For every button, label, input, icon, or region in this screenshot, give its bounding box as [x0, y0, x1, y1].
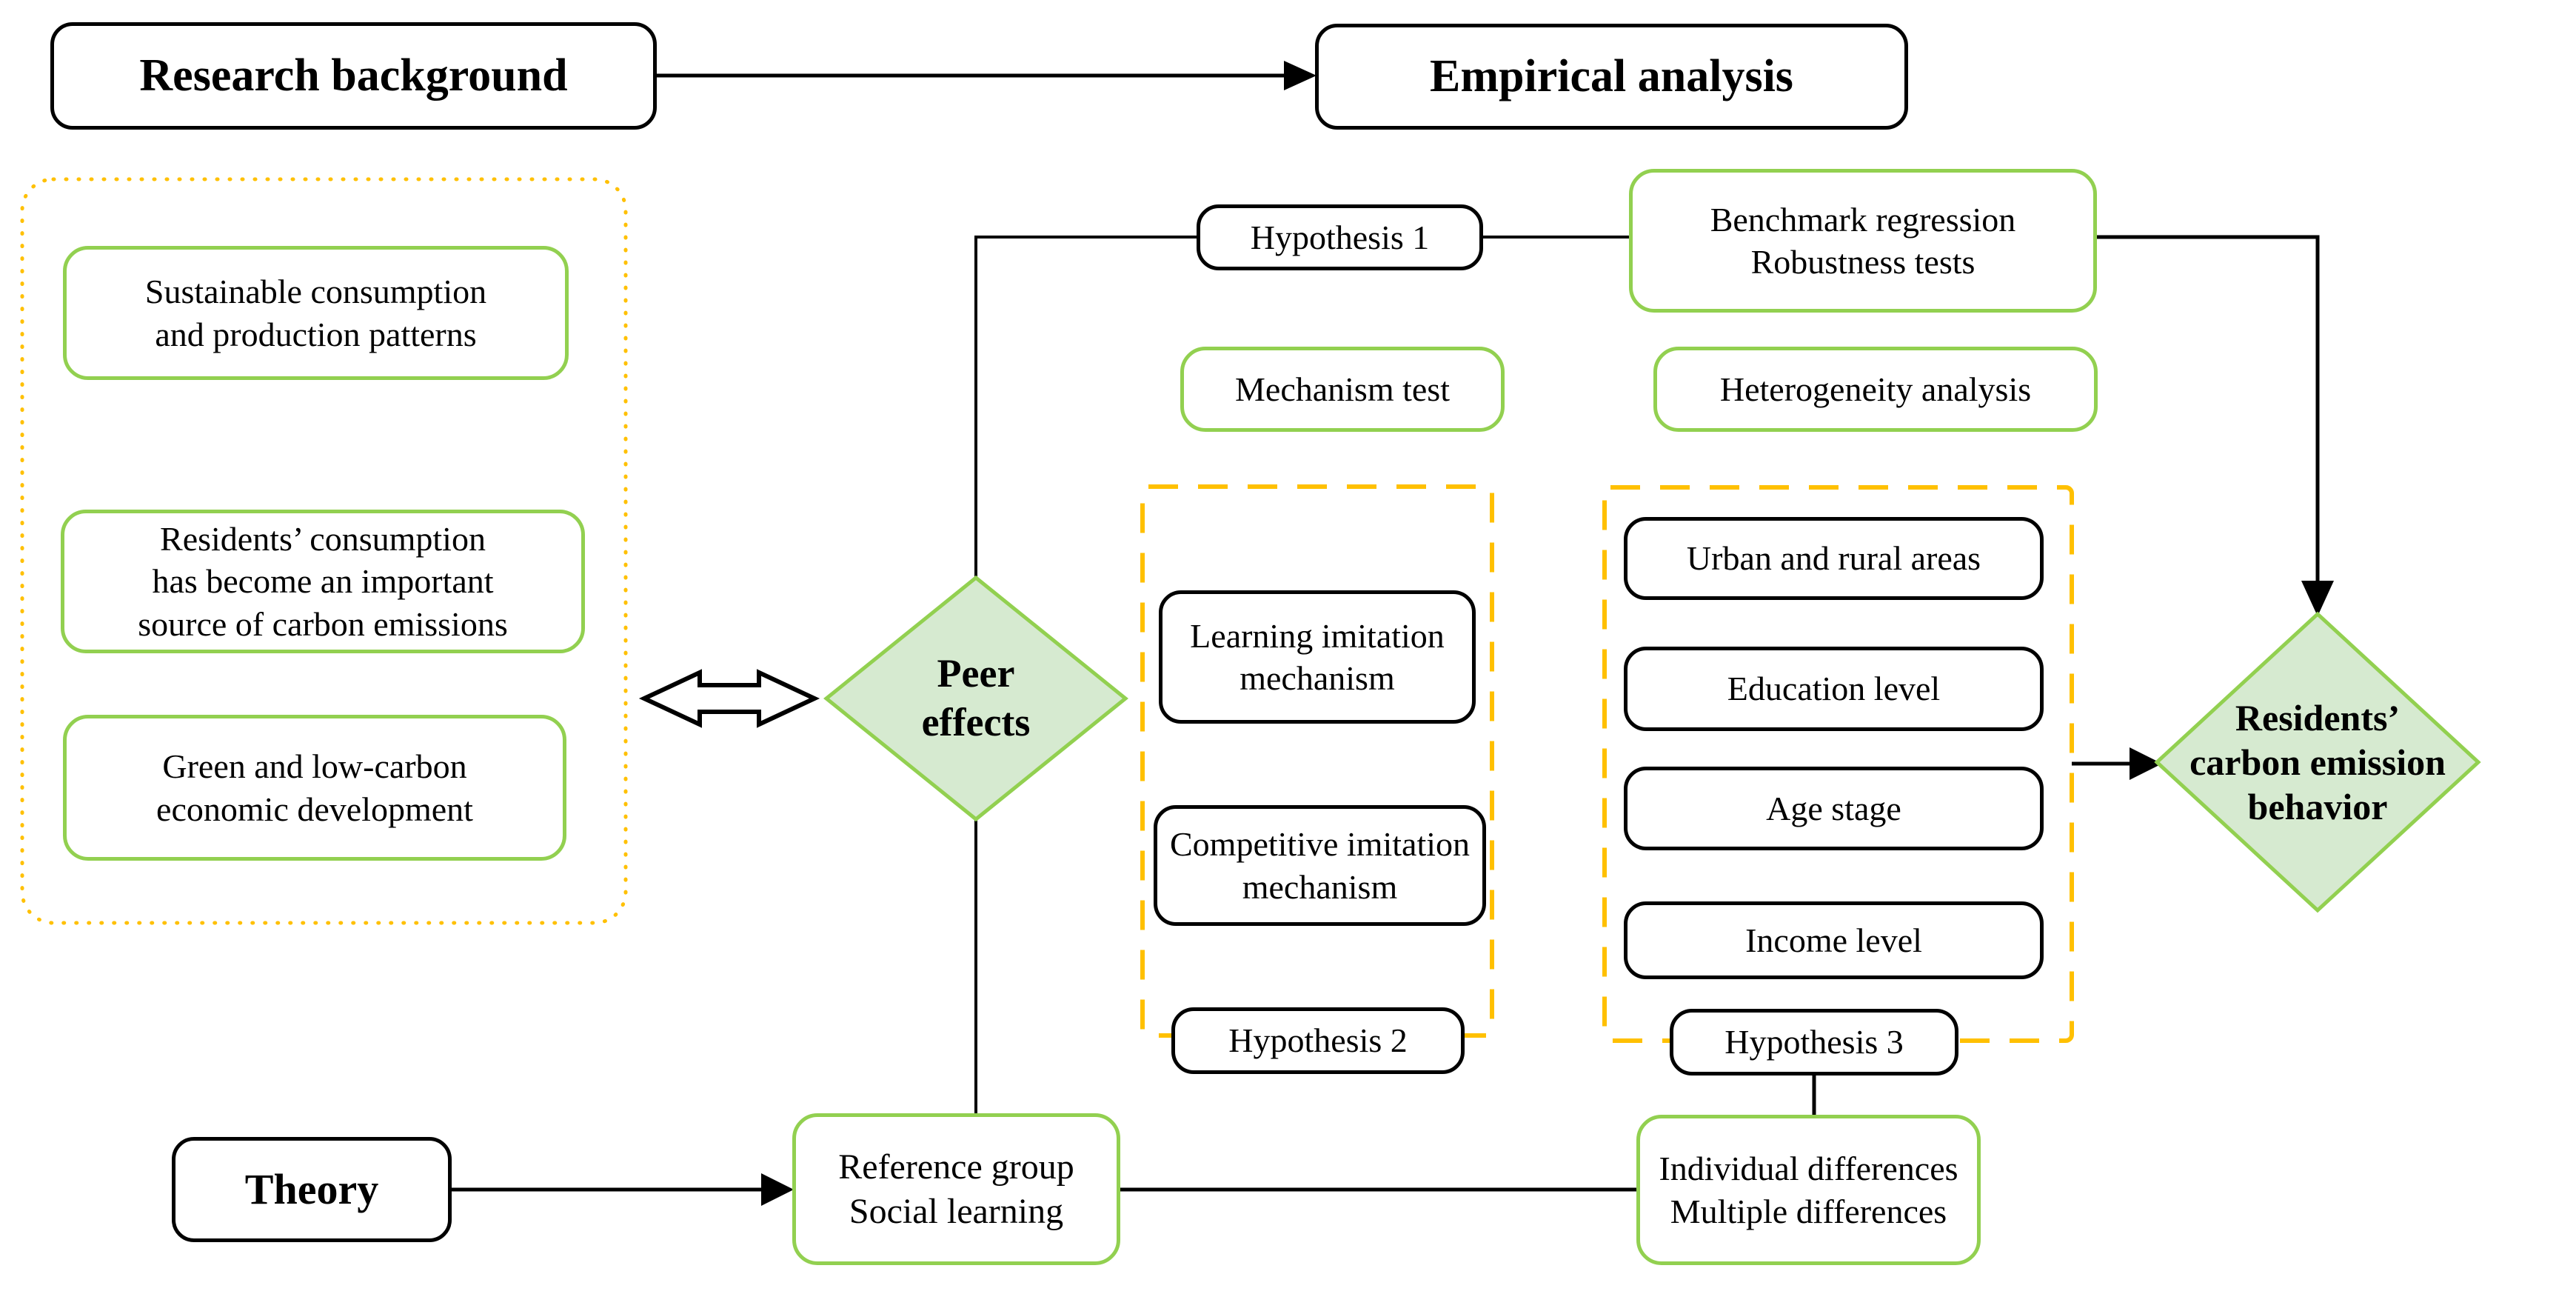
peer-effects-line2: effects: [921, 700, 1031, 744]
residents-diamond-label: Residents’ carbon emission behavior: [2157, 658, 2478, 866]
heterogeneity-analysis-box: Heterogeneity analysis: [1653, 347, 2098, 432]
mechanism-test-box: Mechanism test: [1180, 347, 1505, 432]
peer-effects-diamond-label: Peer effects: [826, 607, 1125, 790]
heterogeneity-analysis-label: Heterogeneity analysis: [1719, 370, 2032, 408]
arrowhead-empirical: [1284, 61, 1317, 90]
research-background-label: Research background: [139, 50, 568, 101]
empirical-analysis-label: Empirical analysis: [1430, 50, 1793, 101]
theory-box: Theory: [172, 1137, 452, 1242]
education-level-box: Education level: [1624, 647, 2044, 731]
benchmark-line2: Robustness tests: [1750, 243, 1976, 281]
background-panel-dotted-border: [20, 177, 628, 925]
benchmark-line1: Benchmark regression: [1710, 200, 2016, 239]
residents-diamond-shape: [2154, 611, 2481, 913]
green-lowcarbon-box: Green and low-carbon economic developmen…: [63, 715, 566, 861]
residents-consumption-line1: Residents’ consumption: [160, 519, 486, 558]
age-stage-box: Age stage: [1624, 767, 2044, 850]
residents-consumption-box: Residents’ consumption has become an imp…: [61, 510, 585, 653]
residents-line2: carbon emission: [2189, 741, 2446, 783]
benchmark-regression-box: Benchmark regression Robustness tests: [1629, 169, 2097, 313]
sustainable-line2: and production patterns: [155, 315, 477, 353]
competitive-imitation-label: Competitive imitation mechanism: [1170, 823, 1470, 908]
learning-imitation-line2: mechanism: [1240, 659, 1395, 697]
sustainable-consumption-box: Sustainable consumption and production p…: [63, 246, 569, 380]
reference-group-box: Reference group Social learning: [792, 1113, 1120, 1265]
mechanism-test-label: Mechanism test: [1235, 370, 1450, 408]
benchmark-regression-label: Benchmark regression Robustness tests: [1710, 199, 2016, 284]
hypothesis1-label: Hypothesis 1: [1250, 218, 1430, 256]
peer-effects-diamond-shape: [823, 575, 1128, 822]
mechanism-panel-dashed-border: [1140, 484, 1494, 1038]
learning-imitation-line1: Learning imitation: [1190, 616, 1445, 655]
arrowhead-residents-left: [2130, 747, 2162, 780]
empirical-analysis-box: Empirical analysis: [1315, 24, 1908, 130]
hypothesis3-label: Hypothesis 3: [1724, 1023, 1904, 1061]
double-arrow-icon: [638, 669, 820, 728]
theory-label: Theory: [244, 1164, 379, 1213]
research-background-box: Research background: [50, 22, 657, 130]
urban-rural-box: Urban and rural areas: [1624, 517, 2044, 600]
green-lowcarbon-line2: economic development: [156, 790, 473, 828]
urban-rural-label: Urban and rural areas: [1686, 539, 1981, 578]
individual-differences-label: Individual differences Multiple differen…: [1659, 1147, 1958, 1233]
residents-consumption-line2: has become an important: [152, 562, 494, 601]
arrowhead-reference: [761, 1173, 794, 1206]
hypothesis1-box: Hypothesis 1: [1197, 204, 1483, 270]
connector-peer-to-hypothesis1: [974, 236, 1197, 578]
arrowhead-residents-top: [2301, 581, 2334, 616]
learning-imitation-box: Learning imitation mechanism: [1159, 590, 1476, 724]
residents-consumption-label: Residents’ consumption has become an imp…: [138, 518, 508, 646]
reference-group-label: Reference group Social learning: [838, 1145, 1074, 1234]
individual-differences-line1: Individual differences: [1659, 1150, 1958, 1187]
education-level-label: Education level: [1727, 670, 1941, 708]
peer-effects-line1: Peer: [937, 651, 1015, 696]
reference-group-line1: Reference group: [838, 1147, 1074, 1187]
sustainable-consumption-label: Sustainable consumption and production p…: [145, 270, 486, 356]
residents-line3: behavior: [2247, 786, 2388, 827]
green-lowcarbon-line1: Green and low-carbon: [162, 747, 467, 785]
age-stage-label: Age stage: [1766, 789, 1901, 827]
individual-differences-line2: Multiple differences: [1670, 1192, 1947, 1230]
income-level-box: Income level: [1624, 901, 2044, 979]
hypothesis2-box: Hypothesis 2: [1171, 1007, 1465, 1074]
sustainable-line1: Sustainable consumption: [144, 273, 487, 310]
competitive-imitation-line1: Competitive imitation: [1169, 825, 1470, 863]
competitive-imitation-box: Competitive imitation mechanism: [1154, 805, 1486, 926]
individual-differences-box: Individual differences Multiple differen…: [1636, 1115, 1981, 1265]
residents-consumption-line3: source of carbon emissions: [138, 604, 508, 643]
connector-benchmark-to-residents: [2097, 235, 2320, 585]
green-lowcarbon-label: Green and low-carbon economic developmen…: [156, 745, 473, 830]
competitive-imitation-line2: mechanism: [1242, 867, 1398, 906]
income-level-label: Income level: [1745, 921, 1922, 959]
reference-group-line2: Social learning: [849, 1191, 1064, 1231]
hypothesis2-label: Hypothesis 2: [1228, 1021, 1408, 1060]
learning-imitation-label: Learning imitation mechanism: [1190, 615, 1445, 700]
hypothesis3-box: Hypothesis 3: [1670, 1009, 1958, 1075]
residents-line1: Residents’: [2235, 697, 2401, 738]
